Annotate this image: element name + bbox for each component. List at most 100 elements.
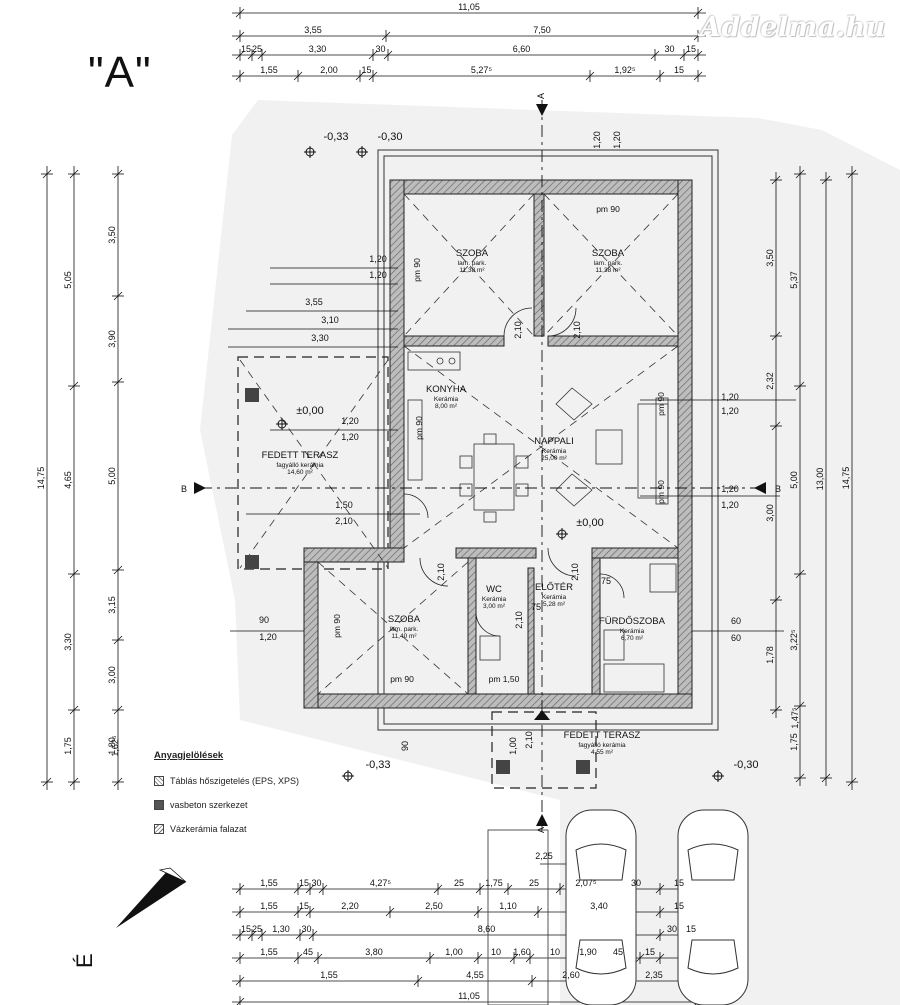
dimension-label: 60: [731, 616, 741, 626]
dimension-label: 1,20: [612, 131, 622, 149]
terrace-south-outline: [491, 711, 597, 789]
dimension-label: 90: [400, 741, 410, 751]
dimension-label: 25: [529, 878, 539, 888]
dimension-label: 1,75: [485, 878, 503, 888]
room-name: NAPPALI: [534, 436, 573, 447]
dimension-label: 2,10: [514, 611, 524, 629]
dimension-label: 6,60: [513, 44, 531, 54]
section-lines: [200, 100, 760, 830]
room-floor-type: Kerámia: [482, 596, 507, 603]
dimension-label: 1,20: [369, 270, 387, 280]
dimension-label: 25: [252, 924, 262, 934]
room-name: KONYHA: [426, 384, 467, 395]
dimension-label: 2,10: [335, 516, 353, 526]
dimension-label: 1,20: [721, 392, 739, 402]
room-area: 5,28 m²: [543, 601, 566, 608]
dimension-label: 15: [686, 924, 696, 934]
car-right: [677, 809, 749, 1005]
dimension-label: 2,10: [513, 321, 523, 339]
level-label: -0,33: [323, 131, 348, 143]
dimension-label: 1,20: [259, 632, 277, 642]
dimension-label: 3,00: [107, 666, 117, 684]
level-label: ±0,00: [576, 517, 603, 529]
dimension-label: 1,55: [260, 947, 278, 957]
dimension-label: 3,22⁵: [789, 629, 799, 651]
dimension-label: 3,40: [590, 901, 608, 911]
room-area: 6,70 m²: [621, 635, 644, 642]
legend-item-label: vasbeton szerkezet: [170, 800, 248, 810]
brick-swatch-icon: [154, 824, 164, 834]
room-area: 8,00 m²: [435, 403, 458, 410]
room-name: SZOBA: [592, 248, 625, 259]
dimension-label: 30: [301, 924, 311, 934]
dimension-label: 1,55: [260, 65, 278, 75]
legend-item-label: Táblás hőszigetelés (EPS, XPS): [170, 776, 300, 786]
dimension-label: 1,90: [579, 947, 597, 957]
dimension-label: 75: [601, 576, 611, 586]
sill-height-label: pm 90: [596, 204, 620, 214]
level-label: -0,33: [365, 759, 390, 771]
concrete-swatch-icon: [154, 800, 164, 810]
dimension-label: 1,60: [513, 947, 531, 957]
section-letter: A: [536, 827, 546, 833]
room-floor-type: Kerámia: [434, 396, 459, 403]
dimension-label: 15: [241, 924, 251, 934]
dimension-label: 11,05: [458, 991, 480, 1001]
dimension-label: 5,00: [107, 467, 117, 485]
dimension-label: 3,30: [311, 333, 329, 343]
room-floor-type: lam. park.: [594, 260, 623, 267]
dimension-label: 1,30: [272, 924, 290, 934]
room-name: SZOBA: [456, 248, 489, 259]
room-name: FEDETT TERASZ: [564, 730, 641, 741]
section-letter: B: [181, 484, 187, 494]
dimension-label: 5,00: [789, 471, 799, 489]
dimension-label: 3,55: [305, 297, 323, 307]
dimension-label: 1,47⁵: [790, 707, 800, 729]
furniture: [407, 351, 677, 693]
dimension-label: 90: [259, 615, 269, 625]
dimension-label: 1,20: [721, 500, 739, 510]
dimension-label: 15: [686, 44, 696, 54]
dimension-label: 1,20: [369, 254, 387, 264]
legend-title: Anyagjelölések: [154, 750, 224, 761]
sill-height-label: pm 90: [332, 614, 342, 638]
dimension-label: 1,10: [499, 901, 517, 911]
dimension-label: 15: [645, 947, 655, 957]
dimension-label: 3,55: [304, 25, 322, 35]
dimension-label: 10: [491, 947, 501, 957]
dimension-label: 2,50: [425, 901, 443, 911]
dimension-label: 3,30: [63, 633, 73, 651]
sill-height-label: pm 1,50: [489, 674, 520, 684]
dimension-label: 3,00: [765, 504, 775, 522]
dimension-label: 2,00: [320, 65, 338, 75]
room-area: 25,00 m²: [541, 455, 567, 462]
dimension-label: 3,10: [321, 315, 339, 325]
dimension-label: 1,55: [320, 970, 338, 980]
dimension-label: 4,65: [63, 471, 73, 489]
dimension-label: 4,55: [466, 970, 484, 980]
dimension-label: 3,30: [309, 44, 327, 54]
dimension-label: 2,10: [436, 563, 446, 581]
dimension-label: 2,32: [765, 372, 775, 390]
dimension-label: 2,07⁵: [575, 878, 597, 888]
dimension-label: 30: [631, 878, 641, 888]
room-area: 3,00 m²: [483, 603, 506, 610]
sill-height-label: pm 90: [414, 416, 424, 440]
dimension-label: 5,05: [63, 271, 73, 289]
room-name: FÜRDŐSZOBA: [599, 616, 666, 627]
sill-height-label: pm 90: [656, 392, 666, 416]
dimension-label: 1,00: [508, 737, 518, 755]
room-diagonals: [239, 193, 679, 695]
dimension-label: 1,20: [721, 406, 739, 416]
dimension-label: 10: [550, 947, 560, 957]
room-floor-type: lam. park.: [458, 260, 487, 267]
dimension-label: 3,50: [765, 249, 775, 267]
dimension-label: 2,20: [341, 901, 359, 911]
dimension-label: 8,60: [478, 924, 496, 934]
level-label: -0,30: [377, 131, 402, 143]
dimension-label: 15: [299, 878, 309, 888]
section-arrows: [194, 104, 766, 826]
dimension-label: 15: [674, 901, 684, 911]
dimension-label: 3,15: [107, 596, 117, 614]
dimension-label: 14,75: [841, 467, 851, 490]
